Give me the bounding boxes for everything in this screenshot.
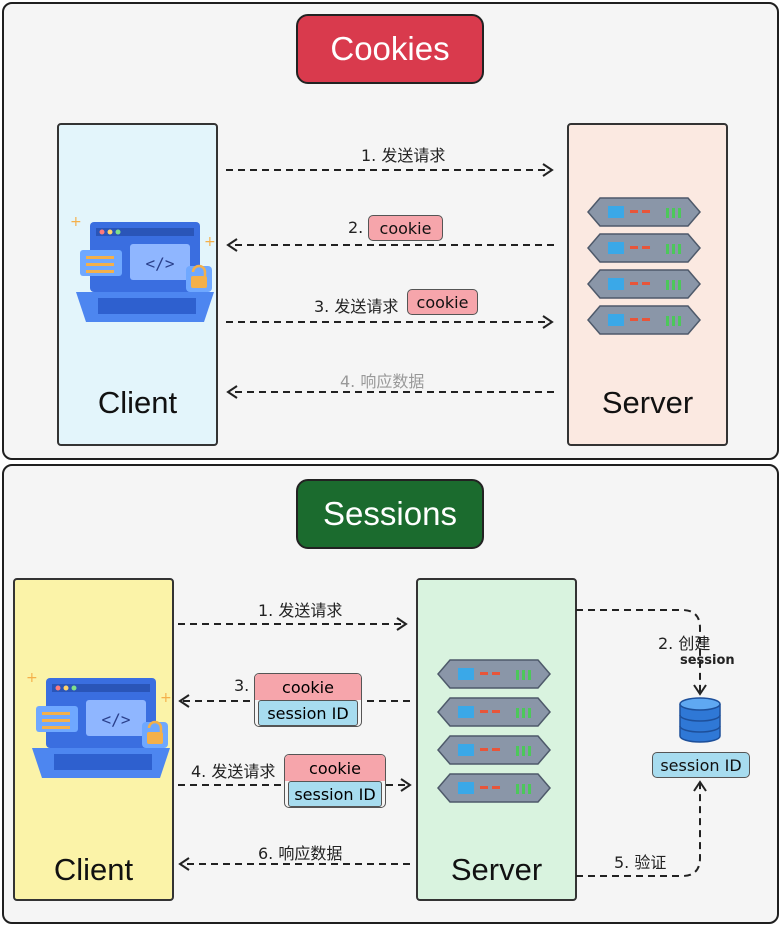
cookies-arrow-1-label: 1. 发送请求 (361, 146, 446, 165)
database-icon (679, 697, 721, 743)
cookies-arrow-2-label: 2. (348, 218, 364, 237)
cookies-arrow-4-label: 4. 响应数据 (340, 372, 425, 391)
cookie-tag: cookie (285, 755, 385, 781)
create-session-label-2: session (680, 653, 735, 668)
session-id-tag: session ID (258, 700, 358, 726)
sessions-arrow-3-label: 3. (234, 676, 250, 695)
sessions-arrow-4-tags: cookie session ID (284, 754, 386, 808)
cookies-title: Cookies (296, 14, 484, 84)
sessions-title: Sessions (296, 479, 484, 549)
sessions-arrow-3-tags: cookie session ID (254, 673, 362, 727)
cookies-arrow-3-label: 3. 发送请求 (314, 297, 399, 316)
verify-label: 5. 验证 (614, 853, 667, 872)
cookies-arrow-3-cookie-tag: cookie (407, 289, 478, 315)
cookies-server-label: Server (601, 385, 694, 420)
laptop-code-icon (24, 668, 173, 780)
sessions-arrow-1-label: 1. 发送请求 (258, 601, 343, 620)
sessions-arrow-6-label: 6. 响应数据 (258, 844, 343, 863)
cookies-arrow-2-cookie-tag: cookie (368, 215, 443, 241)
sessions-arrow-verify (576, 780, 707, 877)
cookie-tag: cookie (255, 674, 361, 700)
sessions-server-label: Server (450, 852, 543, 887)
create-session-label-1: 2. 创建 (658, 634, 711, 653)
sessions-arrow-4-label: 4. 发送请求 (191, 762, 276, 781)
laptop-code-icon (68, 212, 217, 324)
session-store-label: session ID (652, 752, 750, 778)
server-rack-icon (437, 659, 551, 803)
sessions-arrow-create (576, 609, 707, 696)
session-id-tag: session ID (288, 781, 382, 807)
sessions-client-label: Client (53, 852, 134, 887)
cookies-client-label: Client (97, 385, 178, 420)
server-rack-icon (587, 197, 701, 335)
